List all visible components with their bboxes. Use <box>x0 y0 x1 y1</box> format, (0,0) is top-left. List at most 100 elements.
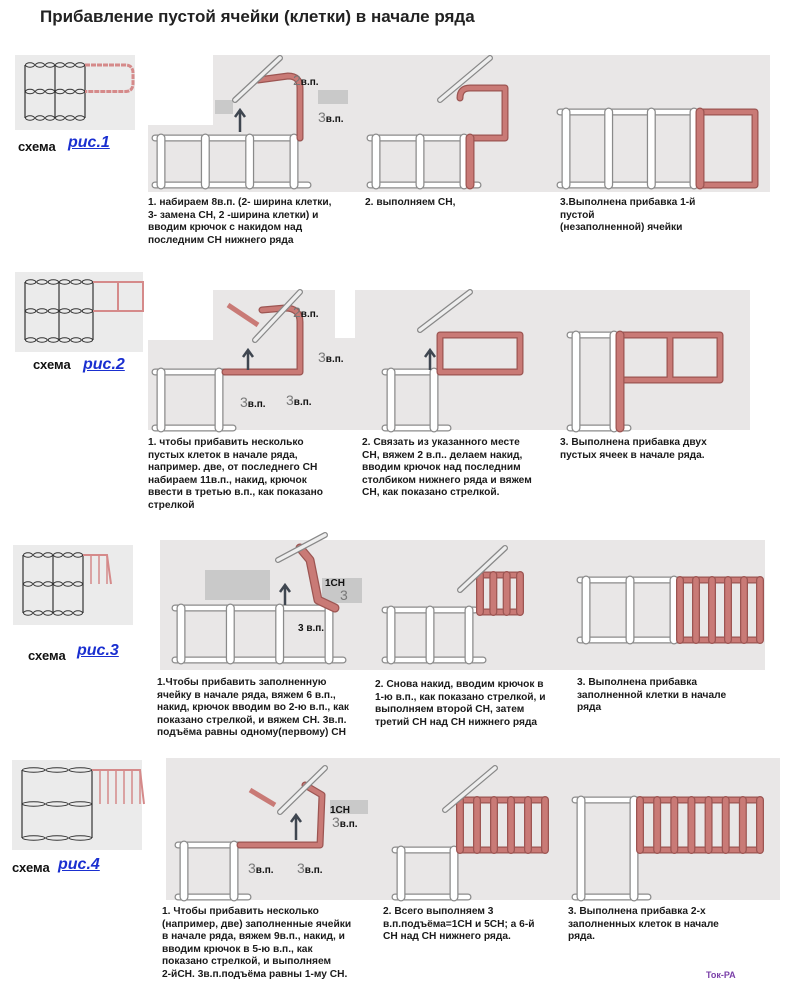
page-title: Прибавление пустой ячейки (клетки) в нач… <box>40 7 475 26</box>
added-chain <box>457 85 508 141</box>
schema-chain-symbol <box>45 801 69 807</box>
schema-chain-symbol <box>70 279 82 285</box>
step-caption-1-1: 1. набираем 8в.п. (2- ширина клетки, 3- … <box>148 197 332 246</box>
schema-chain-symbol <box>36 337 48 343</box>
schema-chain-symbol <box>45 115 55 121</box>
schema-chain-symbol <box>36 279 48 285</box>
diagram-label: 3в.п. <box>248 860 274 876</box>
diagram-label: 3в.п. <box>286 392 312 408</box>
schema-added-chain <box>93 281 144 312</box>
diagram-label: 3 <box>340 587 348 603</box>
schema-label-1: схема <box>18 139 56 154</box>
diagram-label: 3в.п. <box>297 860 323 876</box>
schema-chain-symbol <box>70 337 82 343</box>
diagram-panel <box>148 55 770 192</box>
signature: Ток-РА <box>706 970 736 980</box>
schema-label-3: схема <box>28 648 66 663</box>
added-chain <box>237 782 325 848</box>
schema-chain-symbol <box>45 767 69 773</box>
schema-chain-symbol <box>47 337 59 343</box>
step-caption-4-1: 1. Чтобы прибавить несколько (например, … <box>162 906 352 980</box>
label-patch <box>215 100 233 114</box>
crochet-hook-icon <box>278 766 327 814</box>
schema-box <box>12 760 142 850</box>
added-chain <box>437 332 523 375</box>
schema-chain-symbol <box>35 115 45 121</box>
diagram-label: 1СН <box>330 805 351 816</box>
schema-chain-symbol <box>63 610 73 616</box>
diagram-label: 2в.п. <box>293 304 319 320</box>
added-chain <box>697 109 758 188</box>
crochet-hook-icon <box>418 290 472 332</box>
label-patch <box>322 578 362 603</box>
schema-chain-symbol <box>53 610 63 616</box>
arrow-icon <box>233 107 247 132</box>
schema-chain-symbol <box>58 337 71 343</box>
schema-chain-symbol <box>23 610 33 616</box>
schema-chain-symbol <box>35 88 45 95</box>
schema-label-4: схема <box>12 860 50 875</box>
added-double-crochet <box>296 544 339 612</box>
yarn-tail <box>248 787 277 808</box>
step-caption-4-3: 3. Выполнена прибавка 2-х заполненных кл… <box>568 906 719 943</box>
figure-link-3[interactable]: рис.3 <box>77 642 119 659</box>
step-caption-3-3: 3. Выполнена прибавка заполненной клетки… <box>577 677 727 714</box>
arrow-icon <box>241 347 255 370</box>
yarn-tail <box>226 302 260 328</box>
added-chain <box>477 572 523 615</box>
schema-chain-symbol <box>22 835 46 841</box>
crochet-hook-icon <box>458 546 507 592</box>
schema-chain-symbol <box>81 337 94 343</box>
schema-chain-symbol <box>65 88 75 95</box>
label-patch <box>205 570 270 600</box>
arrow-icon <box>278 582 292 605</box>
schema-chain-symbol <box>70 308 82 314</box>
crochet-hook-icon <box>253 290 302 342</box>
schema-chain-symbol <box>36 308 48 314</box>
figure-link-4[interactable]: рис.4 <box>58 856 100 873</box>
crochet-hook-icon <box>233 56 282 102</box>
added-chain <box>617 332 723 383</box>
schema-chain-symbol <box>43 610 53 616</box>
schema-chain-symbol <box>65 115 75 121</box>
schema-chain-symbol <box>73 610 83 616</box>
step-caption-1-3: 3.Выполнена прибавка 1-й пустой (незапол… <box>560 197 696 234</box>
schema-box <box>13 545 133 625</box>
diagram-label: 2в.п. <box>293 72 319 88</box>
schema-chain-symbol <box>33 581 43 587</box>
crochet-hook-icon <box>443 766 497 812</box>
step-caption-2-1: 1. чтобы прибавить несколько пустых клет… <box>148 437 323 511</box>
schema-chain-symbol <box>33 610 43 616</box>
schema-chain-symbol <box>33 552 43 558</box>
schema-chain-symbol <box>68 835 93 841</box>
schema-chain-symbol <box>63 552 73 558</box>
arrow-icon <box>423 347 437 370</box>
diagram-label: 3в.п. <box>240 394 266 410</box>
step-caption-2-2: 2. Связать из указанного месте СН, вяжем… <box>362 437 532 499</box>
diagram-label: 3в.п. <box>332 814 358 830</box>
diagram-label: 3в.п. <box>318 349 344 365</box>
schema-added-chain <box>85 63 135 93</box>
schema-chain-symbol <box>63 581 73 587</box>
diagram-label: 1СН <box>325 578 346 589</box>
added-chain <box>255 73 303 141</box>
arrow-icon <box>289 812 303 840</box>
schema-label-2: схема <box>33 357 71 372</box>
figure-link-1[interactable]: рис.1 <box>68 134 110 151</box>
diagram-label: 3в.п. <box>318 109 344 125</box>
step-caption-4-2: 2. Всего выполняем 3 в.п.подъёма=1СН и 5… <box>383 906 535 943</box>
schema-chain-symbol <box>65 62 75 68</box>
schema-chain-symbol <box>55 115 65 121</box>
diagram-label: 3 в.п. <box>298 623 325 634</box>
crochet-hook-icon <box>276 533 327 562</box>
figure-link-2[interactable]: рис.2 <box>83 356 125 373</box>
label-patch <box>330 800 368 814</box>
schema-chain-symbol <box>25 115 35 121</box>
label-patch <box>318 90 348 104</box>
crochet-hook-icon <box>438 56 492 102</box>
schema-chain-symbol <box>75 115 85 121</box>
step-caption-3-1: 1.Чтобы прибавить заполненную ячейку в н… <box>157 677 349 739</box>
step-caption-1-2: 2. выполняем СН, <box>365 197 456 208</box>
step-caption-3-2: 2. Снова накид, вводим крючок в 1-ю в.п.… <box>375 679 546 728</box>
